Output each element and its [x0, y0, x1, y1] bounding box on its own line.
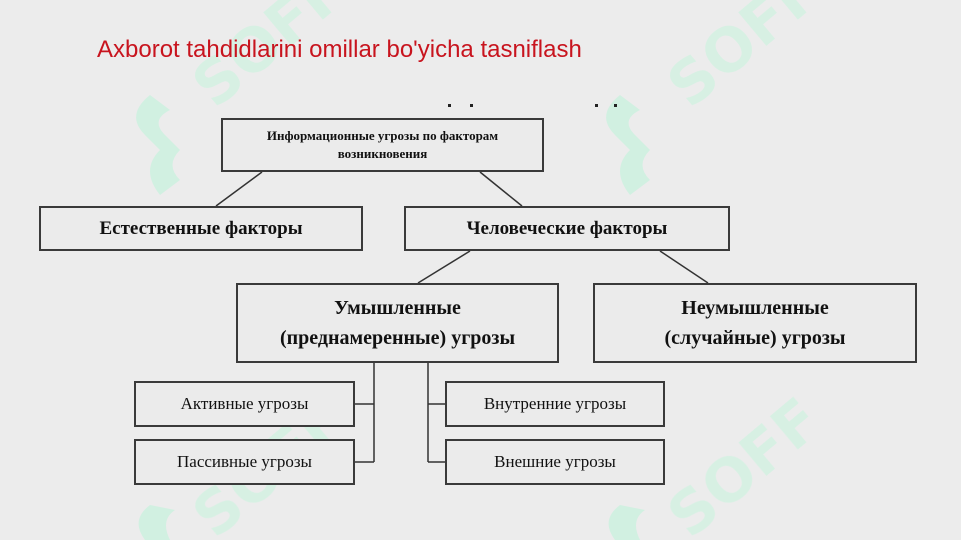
unintentional-threats-line1: Неумышленные: [681, 297, 829, 319]
watermark-logo-icon: [608, 505, 645, 540]
connector-human-unintentional: [659, 250, 709, 284]
passive-threats-node: Пассивные угрозы: [134, 439, 355, 485]
connector-human-intentional: [417, 250, 471, 284]
active-threats-label: Активные угрозы: [180, 394, 309, 413]
root-node: Информационные угрозы по факторам возник…: [221, 118, 544, 172]
intentional-threats-node: Умышленные (преднамеренные) угрозы: [236, 283, 559, 363]
passive-threats-label: Пассивные угрозы: [177, 452, 312, 471]
connector-root-human: [479, 171, 523, 207]
natural-factors-node: Естественные факторы: [39, 206, 363, 251]
unintentional-threats-node: Неумышленные (случайные) угрозы: [593, 283, 917, 363]
watermark-logo-icon: [606, 95, 650, 195]
root-node-line1: Информационные угрозы по факторам: [266, 128, 499, 143]
active-threats-node: Активные угрозы: [134, 381, 355, 427]
internal-threats-label: Внутренние угрозы: [483, 394, 627, 413]
connector-root-natural: [215, 171, 263, 207]
intentional-threats-line1: Умышленные: [334, 297, 461, 319]
external-threats-node: Внешние угрозы: [445, 439, 665, 485]
natural-factors-label: Естественные факторы: [99, 217, 303, 239]
human-factors-node: Человеческие факторы: [404, 206, 730, 251]
slide-title: Axborot tahdidlarini omillar bo'yicha ta…: [97, 36, 582, 63]
human-factors-label: Человеческие факторы: [466, 217, 668, 239]
root-node-line2: возникновения: [337, 146, 428, 161]
watermark-logo-icon: [138, 505, 175, 540]
intentional-threats-line2: (преднамеренные) угрозы: [279, 327, 516, 349]
watermark-logo-icon: [136, 95, 180, 195]
internal-threats-node: Внутренние угрозы: [445, 381, 665, 427]
unintentional-threats-line2: (случайные) угрозы: [664, 327, 846, 349]
external-threats-label: Внешние угрозы: [494, 452, 616, 471]
